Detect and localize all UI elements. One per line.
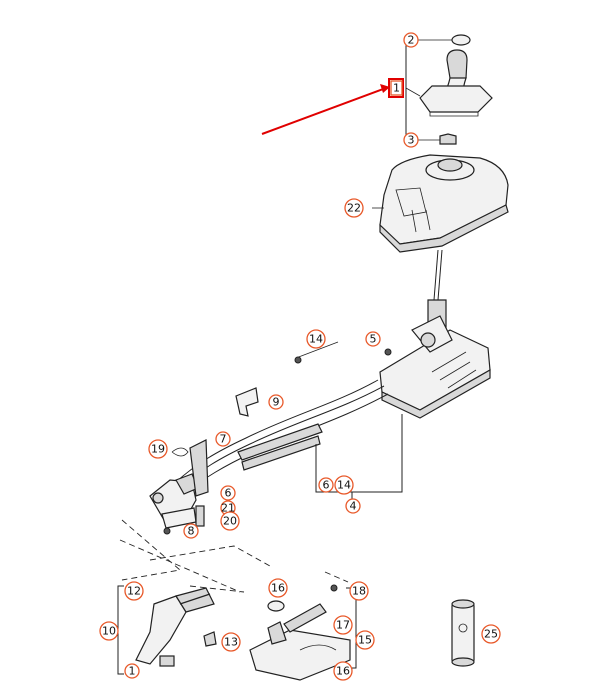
svg-text:22: 22: [347, 202, 361, 215]
gearbox-bracket: [149, 439, 209, 535]
callout-19[interactable]: 19: [148, 439, 168, 459]
callout-18[interactable]: 18: [349, 581, 369, 601]
svg-text:14: 14: [309, 333, 323, 346]
shift-housing: [372, 154, 509, 253]
callout-13[interactable]: 13: [221, 632, 241, 652]
callout-4[interactable]: 4: [345, 498, 361, 514]
svg-text:6: 6: [225, 487, 232, 500]
reference-lines: [119, 414, 403, 593]
clips: [235, 341, 339, 417]
svg-text:13: 13: [224, 636, 238, 649]
callout-15[interactable]: 15: [355, 630, 375, 650]
svg-text:3: 3: [408, 134, 415, 147]
svg-text:19: 19: [151, 443, 165, 456]
svg-text:1: 1: [129, 665, 136, 678]
svg-text:20: 20: [223, 515, 237, 528]
svg-text:17: 17: [336, 619, 350, 632]
callout-8[interactable]: 8: [183, 523, 199, 539]
svg-text:5: 5: [370, 333, 377, 346]
callout-3[interactable]: 3: [403, 132, 419, 148]
callout-1-top[interactable]: 1: [390, 80, 403, 96]
svg-text:9: 9: [273, 396, 280, 409]
callout-6-b[interactable]: 6: [318, 477, 334, 493]
callout-17[interactable]: 17: [333, 615, 353, 635]
callout-14-b[interactable]: 14: [334, 475, 354, 495]
callout-22[interactable]: 22: [344, 198, 364, 218]
selector-lever: [117, 585, 217, 675]
callout-25[interactable]: 25: [481, 624, 501, 644]
svg-text:21: 21: [221, 502, 235, 515]
svg-text:25: 25: [484, 628, 498, 641]
lubricant-tube: [451, 599, 475, 667]
callout-20[interactable]: 20: [220, 511, 240, 531]
svg-text:2: 2: [408, 34, 415, 47]
svg-text:12: 12: [127, 585, 141, 598]
callout-16-b[interactable]: 16: [333, 661, 353, 681]
svg-text:4: 4: [350, 500, 357, 513]
svg-text:7: 7: [220, 433, 227, 446]
callout-16-a[interactable]: 16: [268, 578, 288, 598]
svg-text:16: 16: [336, 665, 350, 678]
callout-7[interactable]: 7: [215, 431, 231, 447]
cable-end-assembly: [249, 584, 357, 681]
svg-text:10: 10: [102, 625, 116, 638]
svg-text:18: 18: [352, 585, 366, 598]
shift-mechanism: [379, 315, 491, 419]
callout-10[interactable]: 10: [99, 621, 119, 641]
svg-text:14: 14: [337, 479, 351, 492]
svg-text:1: 1: [393, 82, 400, 95]
callout-9[interactable]: 9: [268, 394, 284, 410]
callout-6-a[interactable]: 6: [220, 485, 236, 501]
svg-text:15: 15: [358, 634, 372, 647]
highlight-arrow: [261, 78, 404, 135]
callout-12[interactable]: 12: [124, 581, 144, 601]
svg-text:8: 8: [188, 525, 195, 538]
callout-5[interactable]: 5: [365, 331, 381, 347]
callout-1-bottom[interactable]: 1: [124, 663, 140, 679]
gear-knob-assembly: [405, 34, 493, 145]
svg-text:16: 16: [271, 582, 285, 595]
callout-2[interactable]: 2: [403, 32, 419, 48]
svg-text:6: 6: [323, 479, 330, 492]
callout-14-top[interactable]: 14: [306, 329, 326, 349]
